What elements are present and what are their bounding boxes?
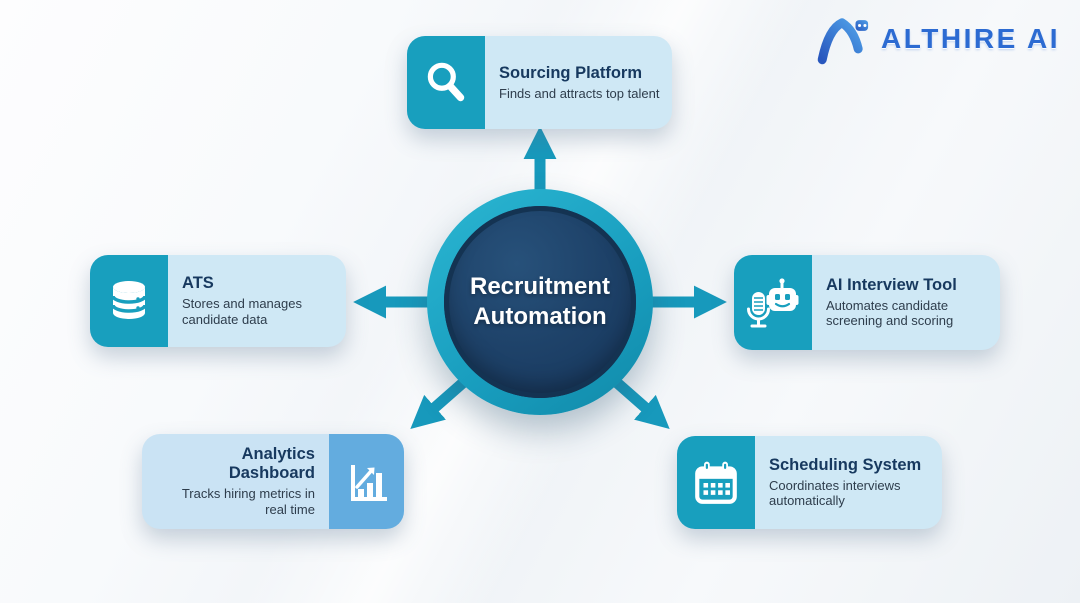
brand-logo: ALTHIRE AI (815, 12, 1060, 66)
interview-title: AI Interview Tool (826, 275, 957, 294)
node-card-ai-interview-tool: AI Interview Tool Automates candidate sc… (734, 255, 1000, 350)
interview-subtitle: Automates candidate screening and scorin… (826, 297, 954, 329)
scheduling-title: Scheduling System (769, 455, 922, 474)
central-hub: Recruitment Automation (427, 189, 653, 415)
interview-card-body: AI Interview Tool Automates candidate sc… (812, 255, 1000, 350)
interview-icon-block (734, 255, 812, 350)
sourcing-subtitle: Finds and attracts top talent (499, 85, 660, 101)
scheduling-subtitle: Coordinates interviews automatically (769, 477, 901, 509)
scheduling-card-body: Scheduling System Coordinates interviews… (755, 436, 942, 529)
analytics-title: Analytics Dashboard (228, 445, 315, 483)
ats-card-body: ATS Stores and manages candidate data (168, 255, 346, 347)
ats-icon-block (90, 255, 168, 347)
brand-name: ALTHIRE AI (881, 23, 1060, 54)
robot-interview-icon (747, 277, 799, 327)
node-card-ats: ATS Stores and manages candidate data (90, 255, 346, 347)
central-hub-inner: Recruitment Automation (444, 206, 636, 398)
calendar-icon (695, 461, 737, 504)
analytics-icon-block (329, 434, 404, 529)
althire-ai-logo-icon (817, 16, 869, 65)
central-hub-title: Recruitment Automation (469, 273, 611, 330)
database-icon (111, 281, 147, 319)
scheduling-icon-block (677, 436, 755, 529)
ats-subtitle: Stores and manages candidate data (182, 296, 302, 327)
bar-chart-icon (350, 464, 387, 501)
node-card-analytics-dashboard: Analytics Dashboard Tracks hiring metric… (142, 434, 404, 529)
analytics-card-body: Analytics Dashboard Tracks hiring metric… (142, 434, 329, 529)
search-icon (427, 62, 465, 101)
node-card-sourcing-platform: Sourcing Platform Finds and attracts top… (407, 36, 672, 129)
node-card-scheduling-system: Scheduling System Coordinates interviews… (677, 436, 942, 529)
ats-title: ATS (182, 274, 214, 293)
sourcing-card-body: Sourcing Platform Finds and attracts top… (485, 36, 672, 129)
sourcing-title: Sourcing Platform (499, 63, 643, 82)
analytics-subtitle: Tracks hiring metrics in real time (181, 486, 315, 517)
sourcing-icon-block (407, 36, 485, 129)
